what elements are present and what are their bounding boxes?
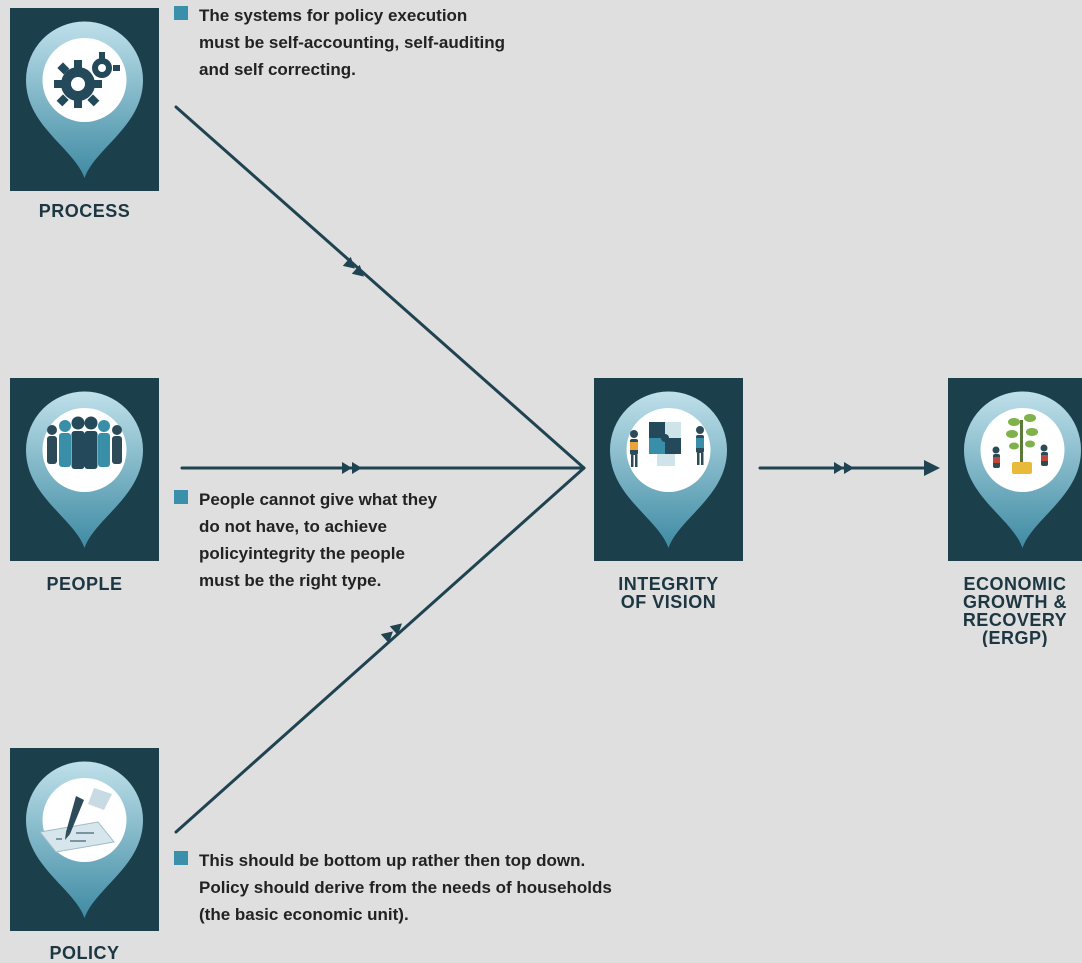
connector-policy-to-integrity <box>174 466 586 834</box>
location-pin-icon <box>964 391 1081 548</box>
people-note-text: People cannot give what they do not have… <box>199 490 438 590</box>
connector-process-to-integrity <box>174 105 586 470</box>
gear-icon <box>54 52 120 108</box>
bullet-square-icon <box>174 490 188 504</box>
people-label: PEOPLE <box>46 574 123 594</box>
location-pin-icon <box>610 391 727 548</box>
bullet-square-icon <box>174 6 188 20</box>
process-node <box>10 8 159 191</box>
location-pin-icon <box>26 391 143 548</box>
people-node <box>10 378 159 561</box>
bullet-square-icon <box>174 851 188 865</box>
double-arrow-icon <box>380 623 402 644</box>
process-label: PROCESS <box>38 201 131 221</box>
double-arrow-icon <box>834 462 854 474</box>
pen-document-icon <box>39 788 115 853</box>
policy-note: This should be bottom up rather then top… <box>174 847 734 931</box>
double-arrow-icon <box>342 462 362 474</box>
process-note: The systems for policy execution must be… <box>174 2 594 86</box>
location-pin-icon <box>26 21 143 179</box>
policy-note-text: This should be bottom up rather then top… <box>199 851 612 924</box>
puzzle-team-icon <box>630 422 704 467</box>
ergp-label: ECONOMIC GROWTH & RECOVERY (ERGP) <box>962 575 1068 647</box>
double-arrow-icon <box>342 256 364 277</box>
integrity-node <box>594 378 743 561</box>
location-pin-icon <box>26 761 143 918</box>
policy-node <box>10 748 159 931</box>
integrity-label: INTEGRITY OF VISION <box>618 574 719 612</box>
arrowhead-icon <box>924 460 940 476</box>
growing-tree-icon <box>992 414 1048 474</box>
process-note-text: The systems for policy execution must be… <box>199 6 506 79</box>
people-note: People cannot give what they do not have… <box>174 486 504 596</box>
policy-label: POLICY <box>49 943 120 963</box>
people-group-icon <box>47 416 122 469</box>
ergp-node <box>948 378 1082 561</box>
